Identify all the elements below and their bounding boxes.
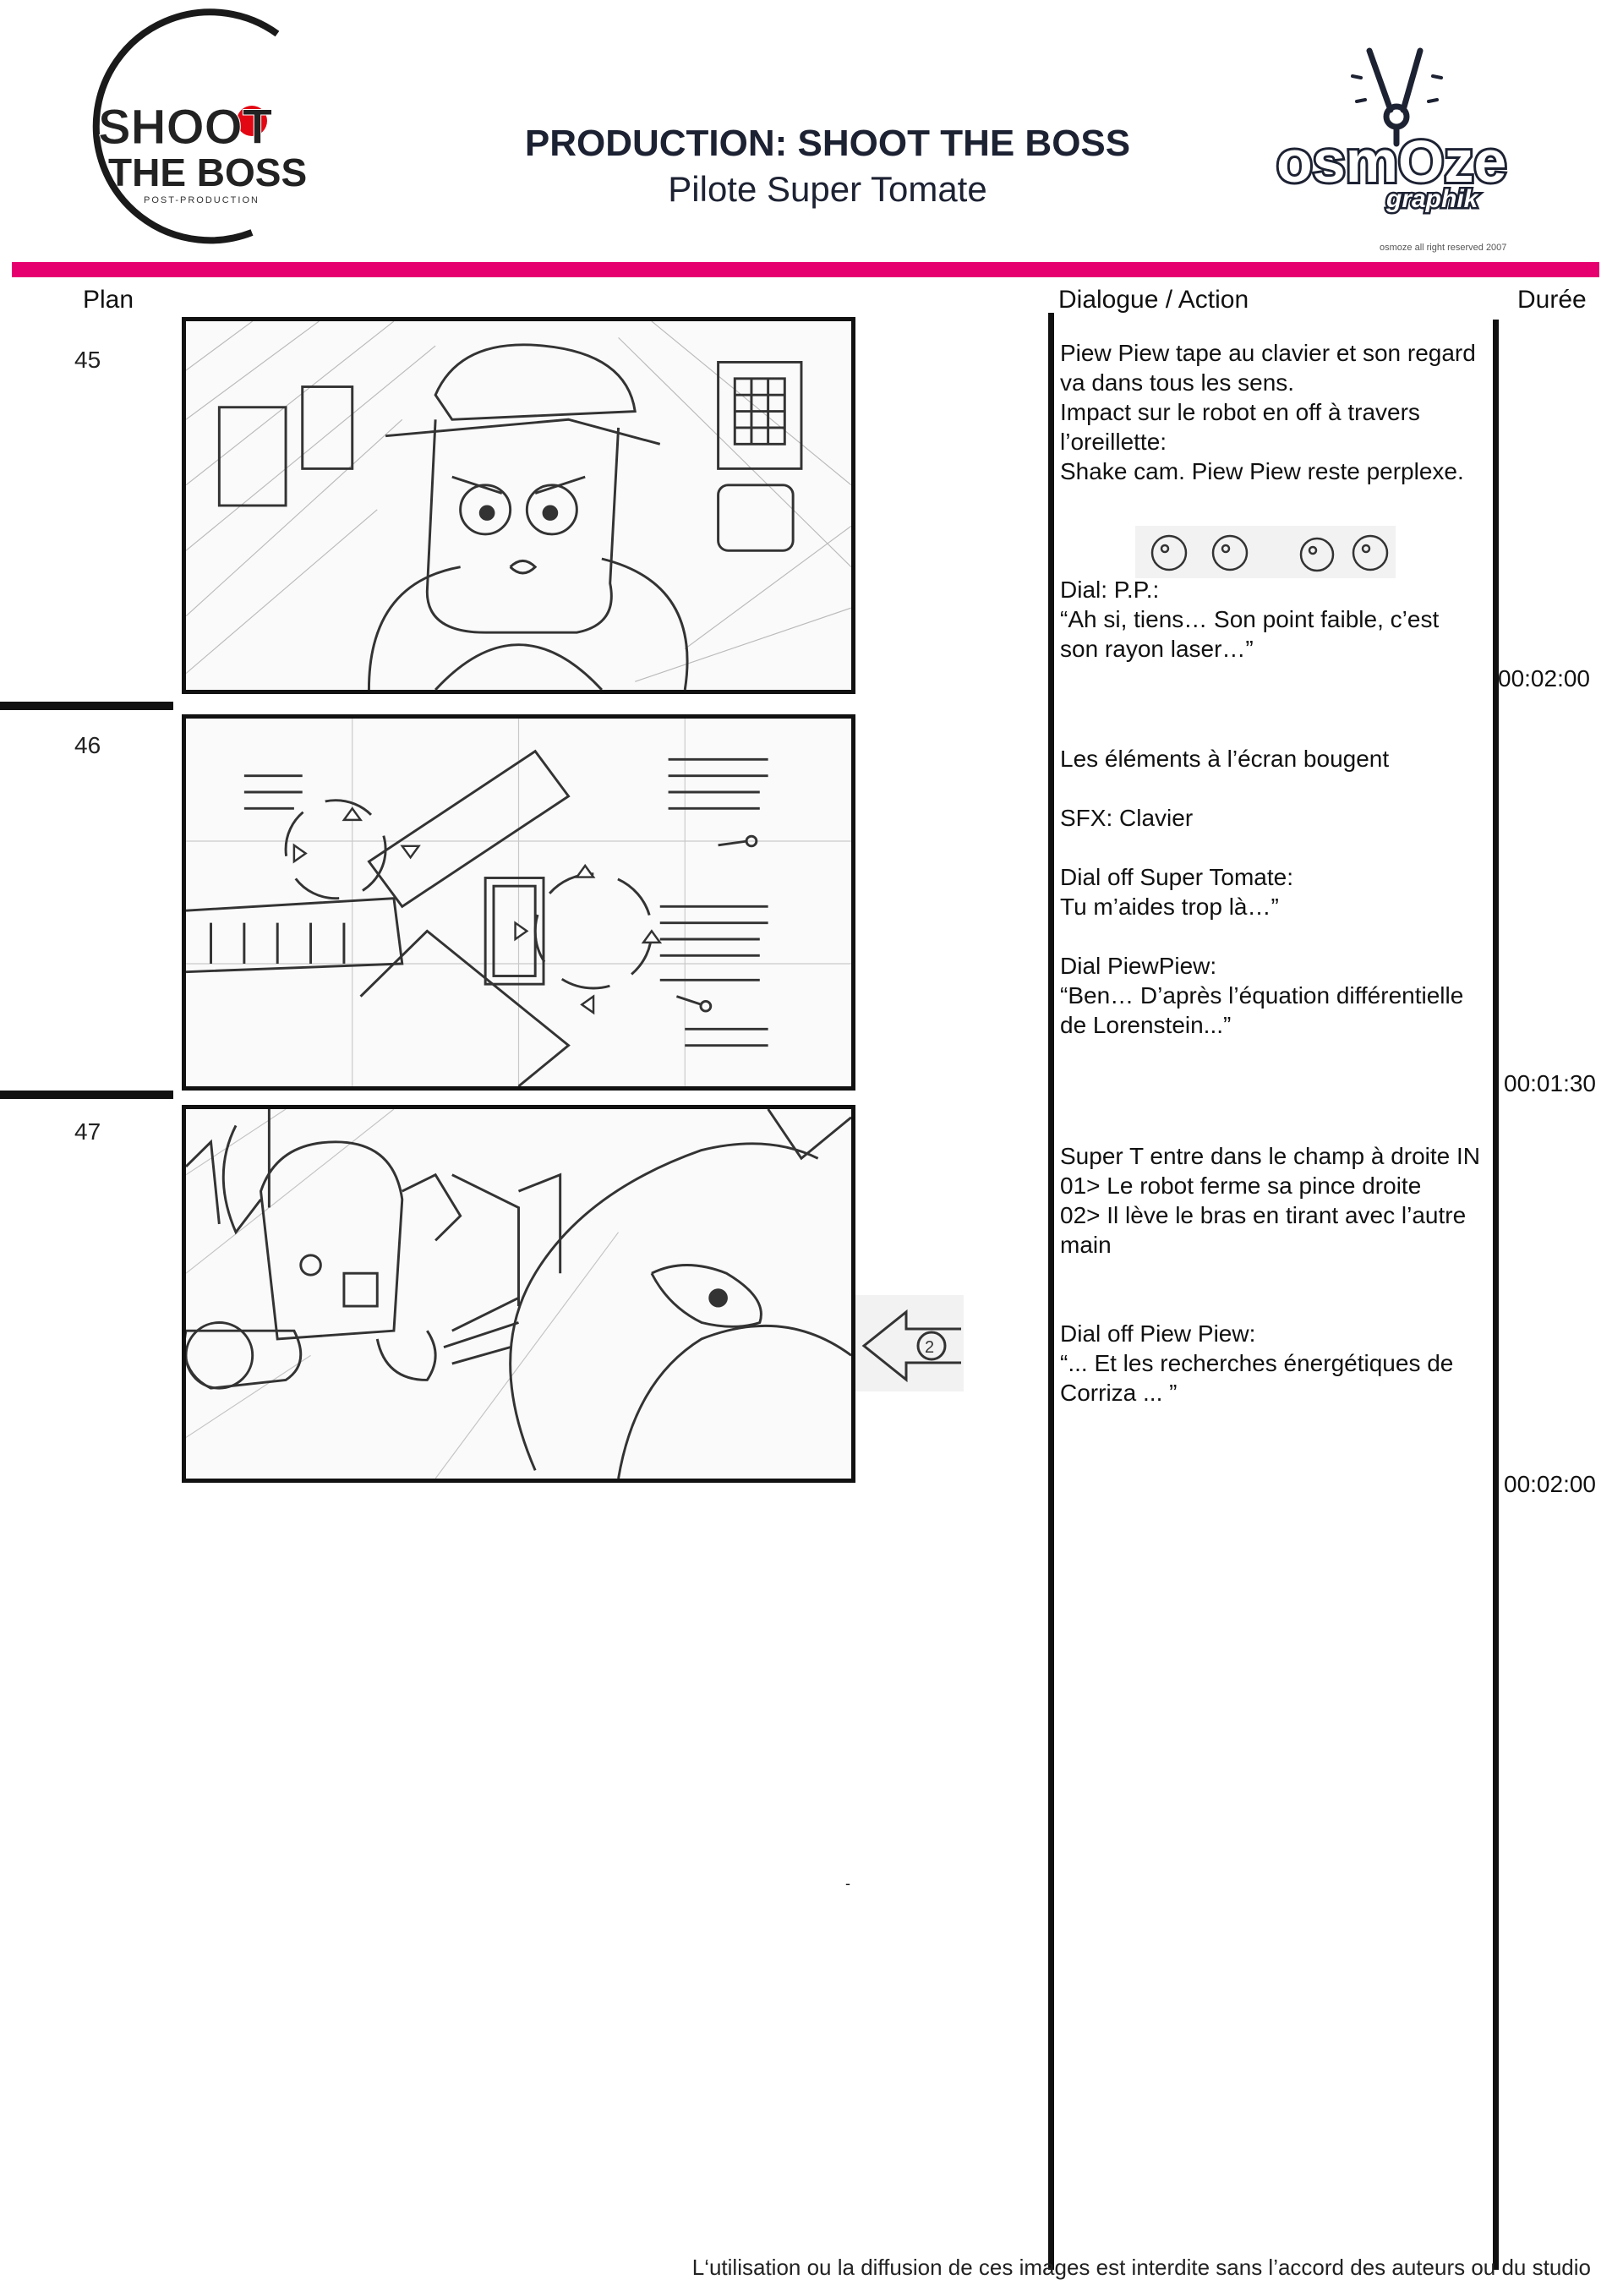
shot-47-duration: 00:02:00 (1504, 1471, 1596, 1497)
dialogue-right-rule (1493, 320, 1499, 2270)
action-header-word: / Action (1165, 286, 1249, 314)
dialogue-column-header: Dialogue / Action (1058, 286, 1249, 314)
storyboard-panel-46 (182, 714, 855, 1091)
osmoze-graphik-logo: osmOze graphik (1268, 17, 1522, 220)
copyright-notice: osmoze all right reserved 2007 (1380, 243, 1507, 253)
production-title: PRODUCTION: SHOOT THE BOSS (524, 123, 1131, 164)
shot-47-dialogue-text: Dial off Piew Piew: “... Et les recherch… (1060, 1320, 1454, 1406)
shot-46-duration: 00:01:30 (1504, 1070, 1596, 1096)
shoot-the-boss-logo: SHOOT THE BOSS POST-PRODUCTION (83, 8, 336, 254)
shot-47-action-text: Super T entre dans le champ à droite IN … (1060, 1143, 1481, 1258)
shot-45-bubbles-sketch (1135, 526, 1396, 578)
shot-separator (0, 702, 173, 710)
shot-separator (0, 1091, 173, 1099)
logo-theboss-text: THE BOSS (108, 150, 307, 194)
logo-postprod-text: POST-PRODUCTION (144, 195, 260, 205)
usage-notice-footer: L‘utilisation ou la diffusion de ces ima… (691, 2255, 1591, 2280)
production-subtitle: Pilote Super Tomate (668, 169, 987, 209)
shot-45-dialogue-text: Dial: P.P.: “Ah si, tiens… Son point fai… (1060, 577, 1440, 662)
plan-column-header: Plan (83, 286, 134, 314)
plan-number-47: 47 (74, 1118, 101, 1145)
dialogue-header-word: Dialogue (1058, 286, 1159, 314)
plan-number-45: 45 (74, 347, 101, 373)
header-divider (12, 262, 1599, 277)
shot-47-arrow-sketch: 2 (855, 1295, 964, 1391)
plan-number-46: 46 (74, 732, 101, 758)
stray-mark: - (845, 1875, 850, 1892)
osmoze-text: osmOze (1276, 128, 1506, 194)
shot-46-action-text: Les éléments à l’écran bougent SFX: Clav… (1060, 746, 1464, 1038)
storyboard-panel-45 (182, 317, 855, 694)
shot-45-action-text: Piew Piew tape au clavier et son regard … (1060, 340, 1476, 484)
storyboard-panel-47 (182, 1105, 855, 1483)
logo-shoot-text: SHOOT (98, 100, 272, 155)
shot-45-duration: 00:02:00 (1498, 665, 1590, 692)
duree-column-header: Durée (1517, 286, 1587, 314)
graphik-text: graphik (1385, 185, 1479, 213)
svg-text:2: 2 (925, 1338, 934, 1357)
dialogue-left-rule (1048, 313, 1054, 2270)
